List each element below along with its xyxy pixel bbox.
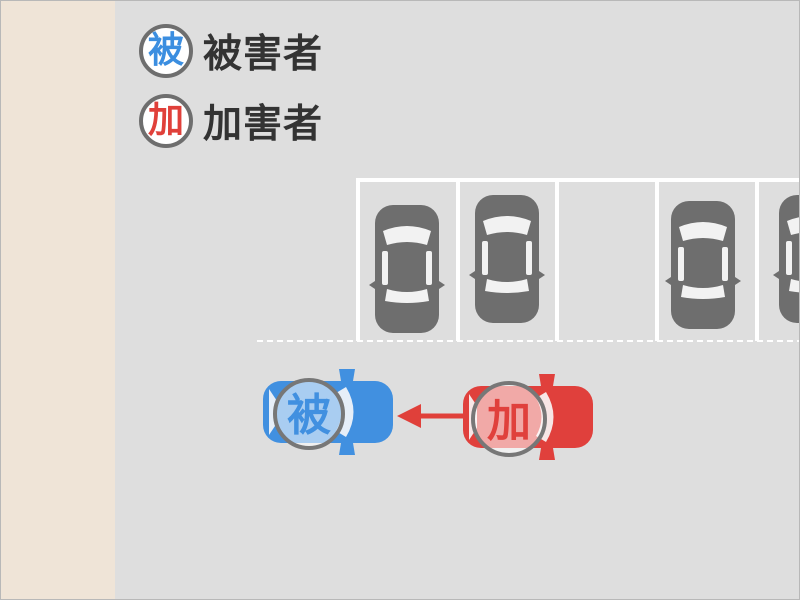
legend-victim: 被 被害者 — [139, 21, 323, 81]
offender-car-badge-text: 加 — [487, 396, 531, 447]
sidewalk — [1, 1, 115, 599]
parked-car-4 — [773, 195, 799, 323]
legend-offender: 加 加害者 — [139, 91, 323, 151]
offender-movement-arrow — [397, 404, 466, 428]
victim-badge: 被 — [139, 24, 193, 78]
parked-car-2 — [469, 195, 545, 323]
offender-car-badge: 加 — [471, 381, 547, 457]
victim-car-badge-text: 被 — [287, 390, 331, 441]
parked-car-3 — [665, 201, 741, 329]
offender-legend-label: 加害者 — [203, 102, 324, 147]
parked-car-1 — [369, 205, 445, 333]
victim-legend-label: 被害者 — [203, 32, 324, 77]
offender-badge: 加 — [139, 94, 193, 148]
parking-lot — [257, 178, 799, 342]
victim-car-badge: 被 — [273, 378, 345, 450]
